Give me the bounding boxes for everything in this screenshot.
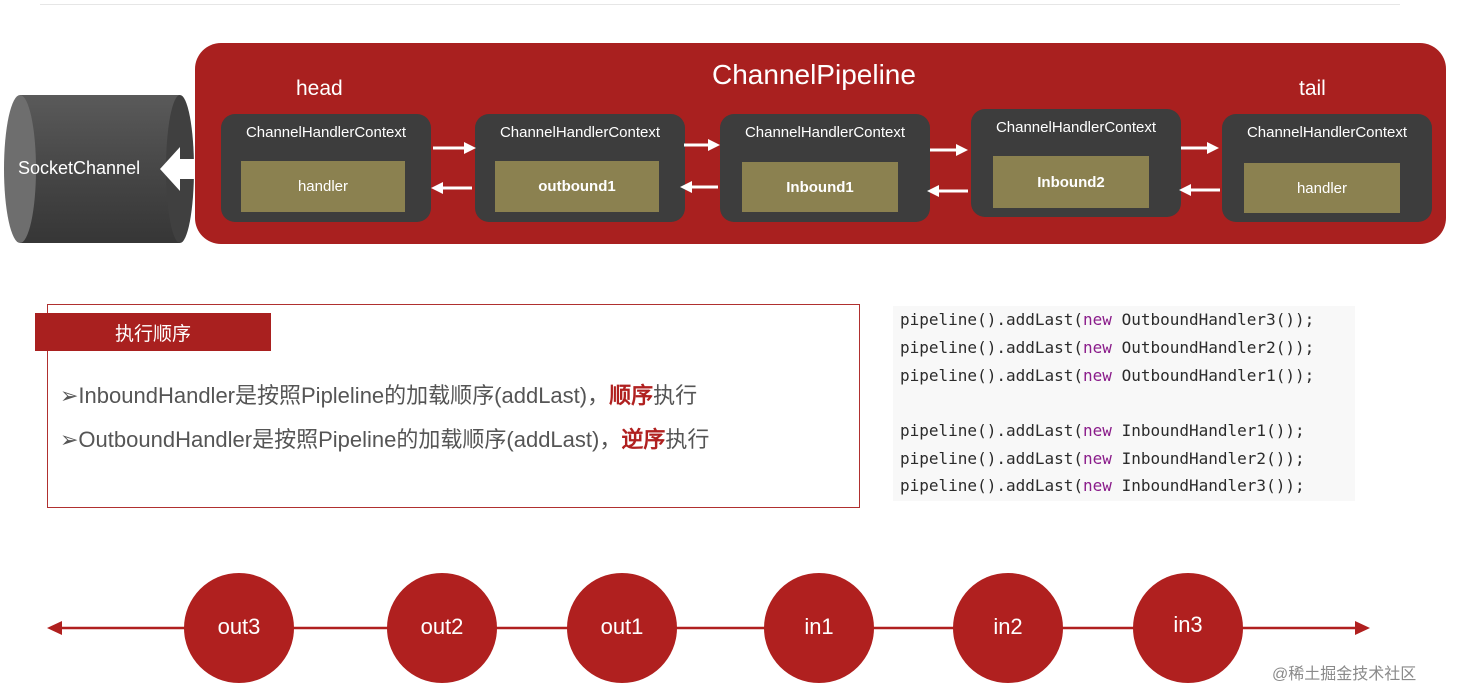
rule-text: ➢InboundHandler是按照Pipleline的加载顺序(addLast… bbox=[60, 383, 610, 408]
handler-inbound2: Inbound2 bbox=[993, 156, 1149, 208]
context-label: ChannelHandlerContext bbox=[499, 124, 661, 141]
arrow-right-icon bbox=[1181, 142, 1219, 154]
top-divider bbox=[40, 4, 1400, 5]
node-label-out3: out3 bbox=[217, 614, 261, 639]
arrow-left-icon bbox=[680, 181, 718, 193]
code-line: pipeline().addLast(new InboundHandler1()… bbox=[900, 421, 1305, 440]
handler-head: handler bbox=[241, 161, 405, 212]
handler-tail: handler bbox=[1244, 163, 1400, 213]
code-line: pipeline().addLast(new InboundHandler3()… bbox=[900, 476, 1305, 495]
execution-order-title: 执行顺序 bbox=[35, 313, 271, 351]
timeline-node-in3 bbox=[1133, 573, 1243, 683]
context-outbound1: ChannelHandlerContext outbound1 bbox=[475, 114, 685, 222]
context-inbound1: ChannelHandlerContext Inbound1 bbox=[720, 114, 930, 222]
timeline-node-out2 bbox=[387, 573, 497, 683]
rule-suffix: 执行 bbox=[665, 427, 710, 452]
arrow-right-icon bbox=[433, 142, 476, 154]
pipeline-arrows bbox=[431, 139, 1220, 197]
context-label: ChannelHandlerContext bbox=[995, 119, 1157, 136]
arrow-left-icon bbox=[927, 185, 968, 197]
inbound-rule: ➢InboundHandler是按照Pipleline的加载顺序(addLast… bbox=[60, 378, 697, 410]
rule-highlight: 顺序 bbox=[609, 383, 654, 408]
code-line: pipeline().addLast(new InboundHandler2()… bbox=[900, 449, 1305, 468]
rule-highlight: 逆序 bbox=[621, 427, 666, 452]
context-head: ChannelHandlerContext handler bbox=[221, 114, 431, 222]
footer-credit: @稀土掘金技术社区 bbox=[1272, 666, 1417, 683]
handler-outbound1: outbound1 bbox=[495, 161, 659, 212]
context-label: ChannelHandlerContext bbox=[1246, 124, 1408, 141]
socket-channel-label: SocketChannel bbox=[18, 158, 141, 178]
arrow-right-icon bbox=[684, 139, 720, 151]
node-label-in2: in2 bbox=[993, 614, 1023, 639]
timeline-left-arrowhead-icon bbox=[47, 621, 62, 635]
outbound-rule: ➢OutboundHandler是按照Pipeline的加载顺序(addLast… bbox=[60, 422, 709, 454]
arrow-left-icon bbox=[431, 182, 472, 194]
pipeline-tail-label: tail bbox=[1299, 77, 1326, 100]
rule-text: ➢OutboundHandler是按照Pipeline的加载顺序(addLast… bbox=[60, 427, 622, 452]
timeline-node-out3 bbox=[184, 573, 294, 683]
pipeline-head-label: head bbox=[296, 77, 343, 100]
rule-suffix: 执行 bbox=[653, 383, 698, 408]
node-label-out1: out1 bbox=[600, 614, 644, 639]
timeline-node-in2 bbox=[953, 573, 1063, 683]
context-tail: ChannelHandlerContext handler bbox=[1222, 114, 1432, 222]
handler-inbound1: Inbound1 bbox=[742, 162, 898, 212]
timeline-right-arrowhead-icon bbox=[1355, 621, 1370, 635]
timeline-node-in1 bbox=[764, 573, 874, 683]
node-label-in3: in3 bbox=[1173, 612, 1203, 637]
code-line: pipeline().addLast(new OutboundHandler2(… bbox=[900, 338, 1315, 357]
arrow-right-icon bbox=[930, 144, 968, 156]
execution-order-box bbox=[47, 304, 860, 508]
code-line: pipeline().addLast(new OutboundHandler3(… bbox=[900, 310, 1315, 329]
code-block bbox=[893, 306, 1355, 501]
node-label-in1: in1 bbox=[804, 614, 834, 639]
arrow-left-icon bbox=[1179, 184, 1220, 196]
context-inbound2: ChannelHandlerContext Inbound2 bbox=[971, 109, 1181, 217]
context-label: ChannelHandlerContext bbox=[744, 124, 906, 141]
pipeline-title: ChannelPipeline bbox=[712, 59, 916, 90]
code-line: pipeline().addLast(new OutboundHandler1(… bbox=[900, 366, 1315, 385]
timeline-node-out1 bbox=[567, 573, 677, 683]
context-label: ChannelHandlerContext bbox=[245, 124, 407, 141]
node-label-out2: out2 bbox=[420, 614, 464, 639]
